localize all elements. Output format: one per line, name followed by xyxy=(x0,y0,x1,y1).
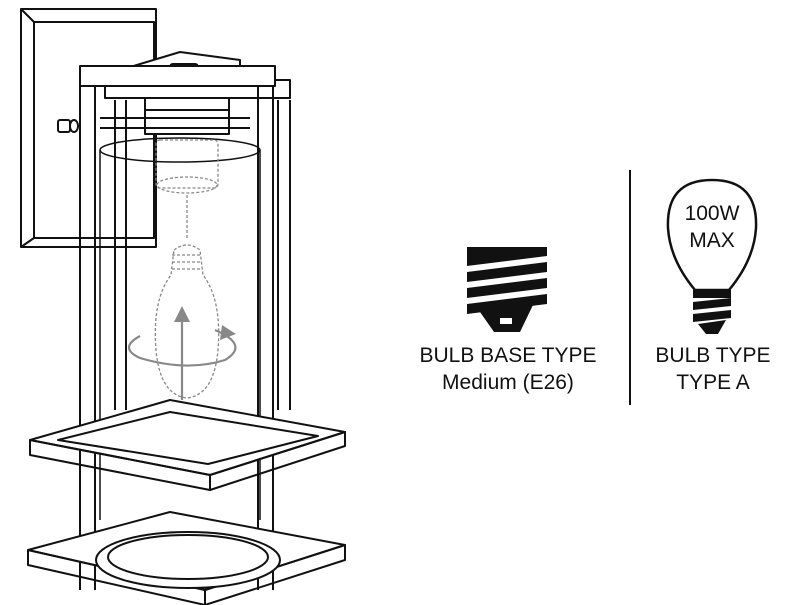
lantern-bottom-base xyxy=(27,511,346,605)
bulb-base-spec: BULB BASE TYPE Medium (E26) xyxy=(390,342,626,396)
lantern-middle-ring xyxy=(29,399,346,491)
screw-base-icon xyxy=(467,247,547,332)
bulb-wattage-max: MAX xyxy=(689,229,735,252)
bulb-type-spec: BULB TYPE TYPE A xyxy=(630,342,796,396)
bulb-base-heading: BULB BASE TYPE xyxy=(419,344,597,367)
bulb-type-heading: BULB TYPE xyxy=(655,344,771,367)
mounting-screw-icon xyxy=(57,119,79,133)
bulb-base-value: Medium (E26) xyxy=(442,371,574,394)
bulb-wattage: 100W xyxy=(684,202,740,225)
a-type-bulb-icon xyxy=(666,178,758,334)
bulb-type-value: TYPE A xyxy=(676,371,750,394)
dashed-bulb-install xyxy=(154,139,220,399)
rotate-arrow-icon xyxy=(127,325,237,367)
lantern-front-frame xyxy=(79,65,276,590)
up-arrow-icon xyxy=(174,306,190,400)
